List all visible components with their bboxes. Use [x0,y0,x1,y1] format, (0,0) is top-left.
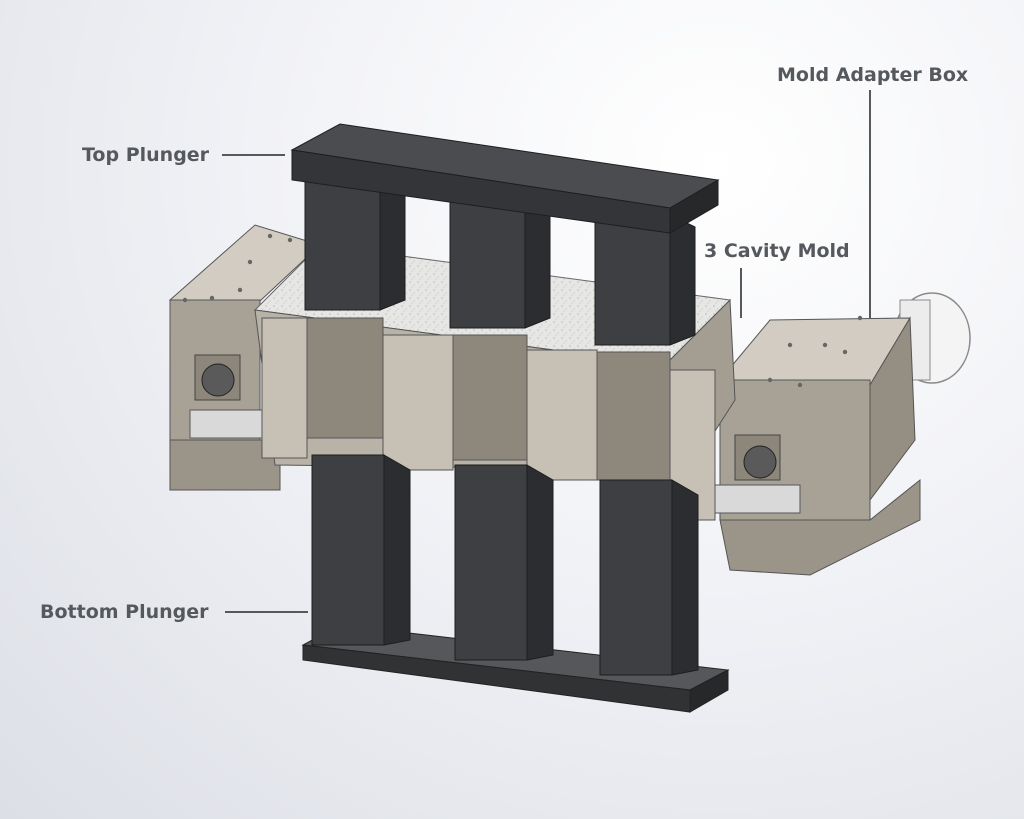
bottom-plunger [301,454,730,713]
mold-adapter-box-label: Mold Adapter Box [777,64,969,86]
top-plunger-label: Top Plunger [82,144,210,166]
cavity-mold-label: 3 Cavity Mold [704,240,850,262]
top-plunger [290,123,720,346]
right-adapter-box [709,315,921,576]
motor-cylinder [893,292,971,384]
left-adapter-box [168,224,321,491]
bottom-plunger-label: Bottom Plunger [40,601,209,623]
